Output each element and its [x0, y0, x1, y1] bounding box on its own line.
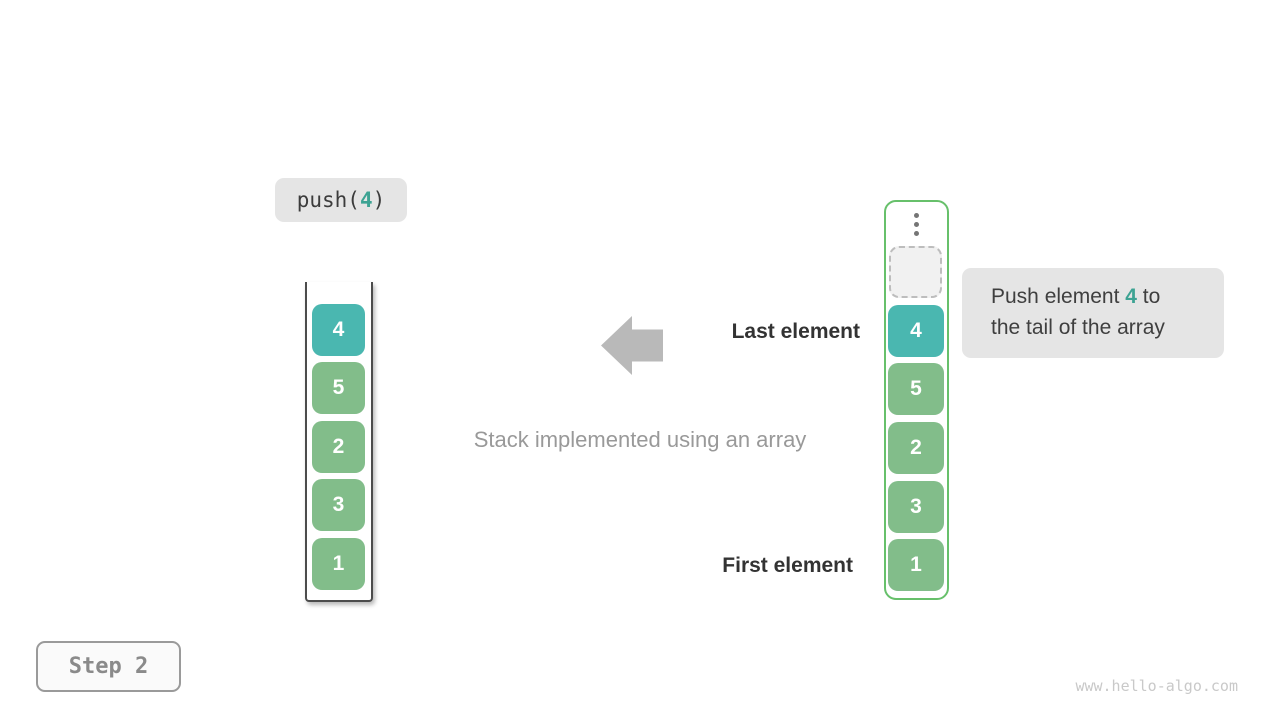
stack-caption: Stack implemented using an array: [473, 427, 807, 452]
tooltip-text: the tail of the array: [991, 316, 1165, 339]
left-arrow-icon: [601, 316, 663, 375]
stack-container: 4 5 2 3 1: [305, 282, 373, 602]
tooltip-text: to: [1136, 285, 1161, 308]
array-cell: 3: [888, 481, 944, 533]
stack-cell: 5: [312, 362, 365, 414]
push-operation-badge: push(4): [275, 178, 407, 222]
stack-cell: 1: [312, 538, 365, 590]
push-operation-text: push(4): [297, 188, 386, 212]
first-element-label: First element: [722, 554, 853, 577]
watermark: www.hello-algo.com: [1075, 677, 1238, 695]
last-element-label: Last element: [731, 320, 860, 343]
push-prefix: push(: [296, 188, 360, 212]
ellipsis-dot: [914, 222, 919, 227]
ellipsis-dot: [914, 213, 919, 218]
ellipsis-icon: [886, 213, 947, 236]
stack-cell-top: 4: [312, 304, 365, 356]
array-cell: 1: [888, 539, 944, 591]
array-container: 4 5 2 3 1: [884, 200, 949, 600]
stack-cell: 2: [312, 421, 365, 473]
push-suffix: ): [372, 188, 386, 212]
empty-array-slot: [889, 246, 942, 298]
push-arg-value: 4: [359, 188, 373, 212]
ellipsis-dot: [914, 231, 919, 236]
array-cell: 2: [888, 422, 944, 474]
tooltip-value: 4: [1125, 285, 1137, 308]
tooltip-text: Push element: [991, 285, 1126, 308]
array-cell: 5: [888, 363, 944, 415]
array-cell-pushed: 4: [888, 305, 944, 357]
step-badge: Step 2: [36, 641, 181, 692]
push-annotation-tooltip: Push element 4 to the tail of the array: [962, 268, 1224, 358]
stack-cell: 3: [312, 479, 365, 531]
